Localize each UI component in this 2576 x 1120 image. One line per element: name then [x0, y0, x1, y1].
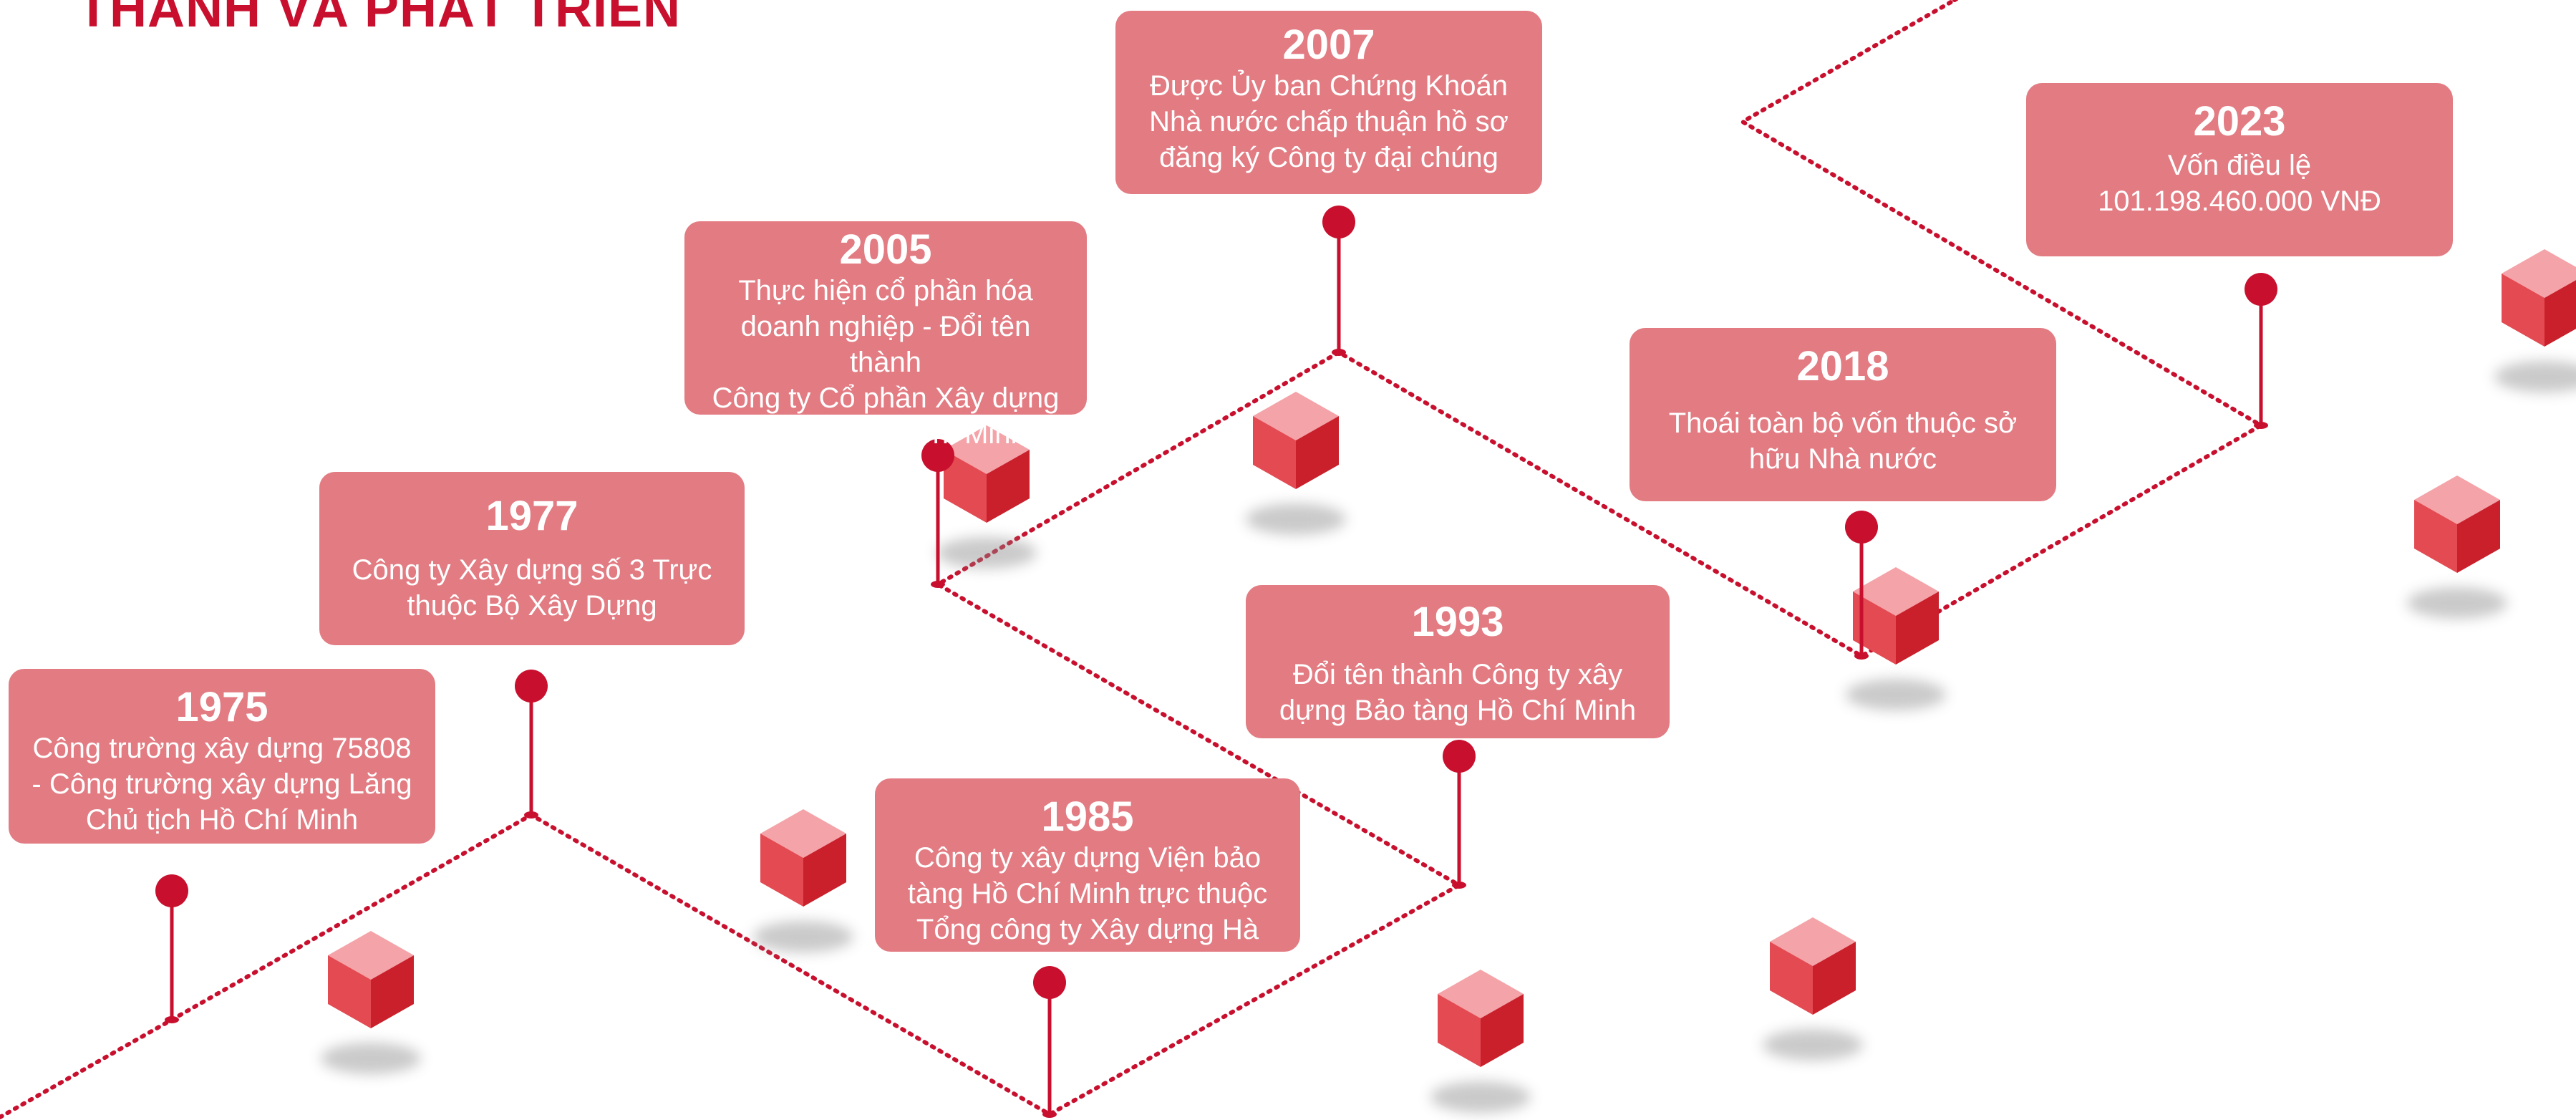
milestone-text: Công ty xây dựng Viện bảo tàng Hồ Chí Mi…: [907, 842, 1268, 981]
pin-head: [1845, 511, 1878, 544]
milestone-card-2007: 2007 Được Ủy ban Chứng Khoán Nhà nước ch…: [1115, 11, 1542, 194]
cube-right-face: [2457, 500, 2500, 573]
cube-left-face: [2502, 274, 2544, 347]
milestone-card-1985: 1985 Công ty xây dựng Viện bảo tàng Hồ C…: [875, 778, 1300, 981]
pin-base: [165, 1016, 179, 1023]
cube-right-face: [987, 450, 1030, 523]
milestone-card-1993: 1993 Đổi tên thành Công ty xây dựng Bảo …: [1246, 585, 1670, 738]
milestone-year: 2018: [1796, 343, 1889, 390]
milestone-text: Công ty Xây dựng số 3 Trực thuộc Bộ Xây …: [352, 554, 712, 622]
cube-decoration: [1430, 970, 1531, 1113]
milestone-pin: [1845, 511, 1878, 660]
milestone-text: Đổi tên thành Công ty xây dựng Bảo tàng …: [1279, 659, 1637, 726]
milestone-text: Thực hiện cổ phần hóa doanh nghiệp - Đổi…: [712, 275, 1060, 450]
milestone-card-1975: 1975 Công trường xây dựng 75808 - Công t…: [9, 669, 435, 844]
cube-left-face: [944, 450, 987, 523]
milestone-text: Thoái toàn bộ vốn thuộc sở hữu Nhà nước: [1668, 407, 2018, 475]
cube-right-face: [1813, 942, 1856, 1015]
pin-head: [515, 670, 548, 703]
milestone-year: 1985: [1041, 793, 1134, 840]
cube-shadow: [1846, 679, 1946, 710]
cube-right-face: [2544, 280, 2576, 347]
milestone-pin: [1322, 206, 1355, 356]
cube-left-face: [1770, 942, 1813, 1015]
pin-base: [1042, 1111, 1057, 1118]
pin-base: [931, 581, 945, 588]
cube-left-face: [760, 834, 803, 907]
cube-shadow: [321, 1043, 421, 1074]
cube-right-face: [803, 834, 846, 907]
pin-head: [921, 439, 954, 472]
milestone-card-2018: 2018 Thoái toàn bộ vốn thuộc sở hữu Nhà …: [1630, 328, 2056, 501]
milestone-pin: [515, 670, 548, 819]
milestone-year: 1977: [485, 493, 578, 539]
cube-left-face: [2414, 500, 2457, 573]
pin-base: [1332, 349, 1346, 356]
cube-decoration: [2407, 475, 2507, 619]
milestone-pin: [1443, 740, 1476, 889]
cube-shadow: [753, 921, 853, 952]
milestone-year: 2023: [2193, 98, 2286, 145]
cube-decoration: [753, 809, 853, 952]
milestone-pin: [2245, 273, 2277, 429]
cube-decoration: [936, 425, 1037, 569]
cube-right-face: [1481, 994, 1524, 1067]
pin-base: [2254, 422, 2268, 429]
cube-left-face: [1438, 994, 1481, 1067]
cube-shadow: [1763, 1029, 1863, 1061]
cube-decoration: [1246, 392, 1346, 535]
milestone-year: 1975: [175, 684, 268, 730]
cube-shadow: [1430, 1081, 1531, 1113]
milestone-pin: [155, 874, 188, 1023]
pin-head: [1443, 740, 1476, 773]
milestone-text: Công trường xây dựng 75808 - Công trường…: [32, 733, 412, 836]
cube-decoration: [1763, 917, 1863, 1061]
milestone-year: 1993: [1411, 599, 1504, 645]
pin-head: [1033, 966, 1066, 999]
milestone-text: Vốn điều lệ 101.198.460.000 VNĐ: [2098, 150, 2381, 217]
milestone-pin: [921, 439, 954, 588]
cube-decoration: [2494, 249, 2576, 392]
pin-base: [524, 811, 538, 819]
cube-decoration: [1846, 567, 1946, 710]
milestone-year: 2005: [839, 226, 932, 273]
cube-decoration: [321, 931, 421, 1074]
pin-head: [155, 874, 188, 907]
pin-base: [1452, 882, 1466, 889]
cube-top-face: [2502, 249, 2576, 298]
cube-right-face: [1296, 416, 1339, 489]
cube-right-face: [371, 955, 414, 1028]
milestone-card-1977: 1977 Công ty Xây dựng số 3 Trực thuộc Bộ…: [319, 472, 745, 645]
cube-left-face: [1853, 592, 1896, 665]
milestone-text: Được Ủy ban Chứng Khoán Nhà nước chấp th…: [1149, 70, 1509, 173]
cube-shadow: [1246, 503, 1346, 535]
cube-shadow: [2494, 361, 2576, 392]
pin-head: [1322, 206, 1355, 238]
milestone-card-2005: 2005 Thực hiện cổ phần hóa doanh nghiệp …: [684, 221, 1087, 450]
milestone-year: 2007: [1282, 21, 1375, 68]
cube-left-face: [1253, 416, 1296, 489]
cube-left-face: [328, 955, 371, 1028]
pin-head: [2245, 273, 2277, 306]
cube-right-face: [1896, 592, 1939, 665]
pin-base: [1854, 652, 1869, 660]
cube-shadow: [2407, 587, 2507, 619]
cube-shadow: [936, 537, 1037, 569]
milestone-pin: [1033, 966, 1066, 1118]
page-title: THÀNH VÀ PHÁT TRIỂN: [77, 0, 681, 38]
milestone-card-2023: 2023 Vốn điều lệ 101.198.460.000 VNĐ: [2026, 83, 2453, 256]
